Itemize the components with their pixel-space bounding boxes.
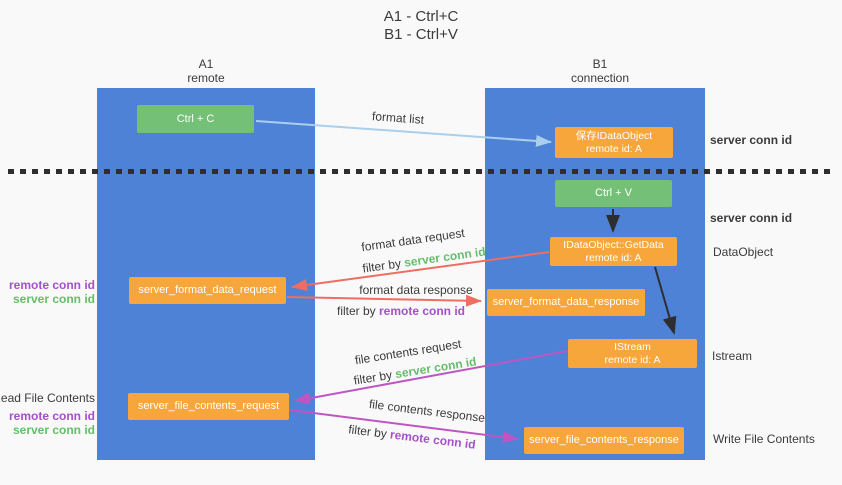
idataobject-getdata-box: IDataObject::GetData remote id: A — [550, 237, 677, 266]
server-file-contents-request-box: server_file_contents_request — [128, 393, 289, 420]
remote-conn-id-sidelabel-2: remote conn id — [8, 409, 95, 423]
save-idataobject-line2: remote id: A — [585, 142, 643, 155]
server-format-data-request-box: server_format_data_request — [129, 277, 286, 304]
title-line-paste: B1 - Ctrl+V — [384, 26, 458, 43]
getdata-line2: remote id: A — [585, 251, 642, 264]
server-conn-id-sidelabel-mid: server conn id — [710, 211, 793, 225]
right-column-name: B1 — [592, 57, 608, 71]
read-file-contents-sidelabel: Read File Contents — [0, 391, 95, 405]
file-contents-response-arrow — [289, 409, 519, 444]
format-list-arrow — [255, 120, 552, 147]
left-column-name: A1 — [198, 57, 214, 71]
server-conn-id-sidelabel-top: server conn id — [710, 133, 793, 147]
filter-by-text: filter by — [336, 304, 379, 318]
istream-line1: IStream — [614, 340, 651, 353]
remote-conn-id-sidelabel-1: remote conn id — [8, 278, 95, 292]
format-data-response-arrow — [286, 294, 482, 307]
left-column-header: A1 remote — [146, 57, 266, 85]
file-contents-request-arrow — [294, 350, 568, 405]
right-column-header: B1 connection — [540, 57, 660, 85]
title-line-copy: A1 - Ctrl+C — [383, 8, 459, 25]
server-format-data-response-box: server_format_data_response — [487, 289, 645, 316]
dotted-divider-line — [8, 169, 836, 174]
save-idataobject-box: 保存IDataObject remote id: A — [555, 127, 673, 158]
istream-sidelabel: Istream — [712, 349, 753, 363]
server-file-contents-response-box: server_file_contents_response — [524, 427, 684, 454]
istream-line2: remote id: A — [604, 353, 661, 366]
istream-box: IStream remote id: A — [568, 339, 697, 368]
getdata-to-istream-arrow — [654, 266, 677, 335]
filter-by-remote-conn-id-label-1: filter by remote conn id — [337, 304, 465, 318]
remote-conn-id-text: remote conn id — [379, 304, 466, 318]
server-conn-id-sidelabel-1: server conn id — [12, 292, 95, 306]
left-conn-id-group-1: remote conn id server conn id — [9, 278, 95, 306]
format-data-request-arrow — [291, 251, 550, 291]
left-column-role: remote — [187, 71, 225, 85]
ctrl-c-box: Ctrl + C — [137, 105, 254, 133]
left-conn-id-group-2: remote conn id server conn id — [9, 409, 95, 437]
format-data-response-label: format data response — [359, 283, 473, 297]
diagram-title: A1 - Ctrl+C B1 - Ctrl+V — [0, 8, 842, 44]
ctrl-v-box: Ctrl + V — [555, 180, 672, 207]
server-conn-id-sidelabel-2: server conn id — [12, 423, 95, 437]
right-column-role: connection — [570, 71, 630, 85]
getdata-line1: IDataObject::GetData — [563, 238, 664, 251]
write-file-contents-sidelabel: Write File Contents — [713, 432, 815, 446]
save-idataobject-line1: 保存IDataObject — [575, 129, 653, 142]
dataobject-sidelabel: DataObject — [713, 245, 774, 259]
